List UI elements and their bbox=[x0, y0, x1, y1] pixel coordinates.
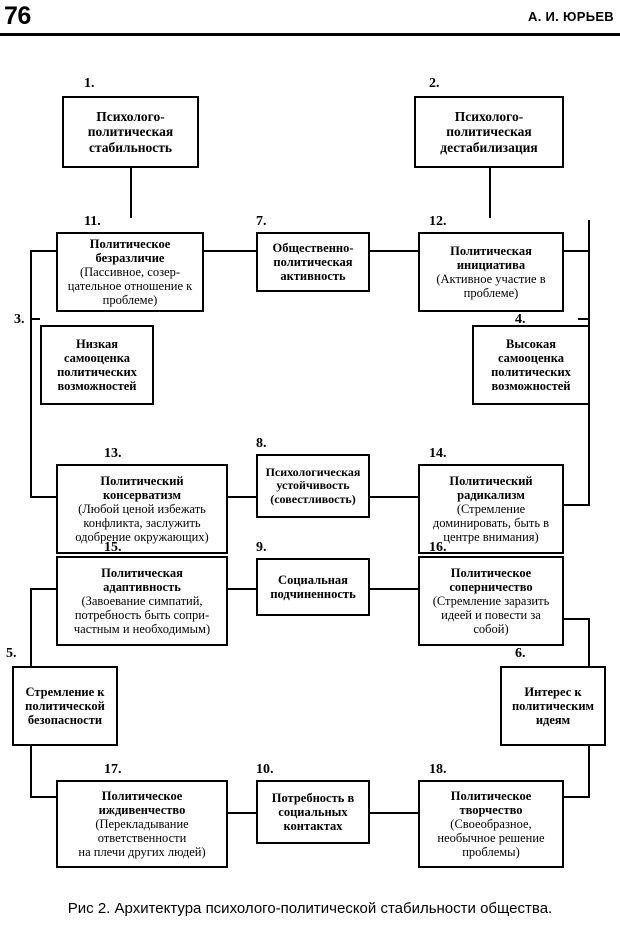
node-2-title: Психолого- политическая дестабилизация bbox=[440, 109, 538, 155]
connector-left-spine-lower bbox=[30, 588, 32, 676]
node-13-sub: (Любой ценой избежать конфликта, заслужи… bbox=[75, 501, 209, 545]
connector-into-3 bbox=[30, 318, 40, 320]
node-7-sociopolitical-activity[interactable]: Общественно- политическая активность bbox=[256, 232, 370, 292]
connector-12-right-stub bbox=[564, 250, 590, 252]
connector-10-to-18 bbox=[370, 812, 418, 814]
connector-15-left-stub bbox=[30, 588, 56, 590]
node-number-13: 13. bbox=[104, 446, 122, 461]
diagram-canvas: 1. Психолого- политическая стабильность … bbox=[0, 40, 620, 895]
node-8-psychological-stability[interactable]: Психологическая устойчивость (совестливо… bbox=[256, 454, 370, 518]
node-3-title: Низкая самооценка политических возможнос… bbox=[57, 336, 137, 394]
connector-15-to-9 bbox=[228, 588, 256, 590]
node-15-title: Политическая адаптивность bbox=[101, 565, 183, 594]
node-number-16: 16. bbox=[429, 540, 447, 555]
node-11-political-indifference[interactable]: Политическое безразличие (Пассивное, соз… bbox=[56, 232, 204, 312]
node-17-political-dependency[interactable]: Политическое иждивенчество (Перекладыван… bbox=[56, 780, 228, 868]
node-1-political-stability[interactable]: Психолого- политическая стабильность bbox=[62, 96, 199, 168]
node-14-title: Политический радикализм bbox=[449, 473, 533, 502]
node-9-title: Социальная подчиненность bbox=[270, 572, 356, 601]
node-11-title: Политическое безразличие bbox=[89, 236, 171, 265]
connector-left-spine-upper bbox=[30, 250, 32, 320]
connector-2-to-12 bbox=[489, 168, 491, 218]
node-15-political-adaptivity[interactable]: Политическая адаптивность (Завоевание си… bbox=[56, 556, 228, 646]
node-12-sub: (Активное участие в проблеме) bbox=[436, 272, 546, 301]
connector-3-down bbox=[30, 318, 32, 498]
node-number-6: 6. bbox=[515, 646, 526, 661]
node-17-title: Политическое иждивенчество bbox=[98, 788, 186, 817]
node-6-title: Интерес к политическим идеям bbox=[511, 684, 595, 728]
node-15-sub: (Завоевание симпатий, потребность быть с… bbox=[73, 593, 211, 637]
node-number-1: 1. bbox=[84, 76, 95, 91]
node-number-5: 5. bbox=[6, 646, 17, 661]
figure-caption: Рис 2. Архитектура психолого-политическо… bbox=[67, 900, 553, 917]
connector-into-13 bbox=[30, 496, 56, 498]
node-number-4: 4. bbox=[515, 312, 526, 327]
node-11-sub: (Пассивное, созер- цательное отношение к… bbox=[67, 264, 193, 308]
connector-9-to-16 bbox=[370, 588, 418, 590]
node-number-9: 9. bbox=[256, 540, 267, 555]
node-7-title: Общественно- политическая активность bbox=[272, 240, 354, 284]
node-18-sub: (Своеобразное, необычное решение проблем… bbox=[437, 816, 545, 860]
connector-13-to-8 bbox=[228, 496, 256, 498]
connector-8-to-14 bbox=[370, 496, 418, 498]
node-10-need-social-contacts[interactable]: Потребность в социальных контактах bbox=[256, 780, 370, 844]
node-13-political-conservatism[interactable]: Политический консерватизм (Любой ценой и… bbox=[56, 464, 228, 554]
connector-18-right-stub bbox=[564, 796, 590, 798]
node-number-10: 10. bbox=[256, 762, 274, 777]
page-number: 76 bbox=[4, 2, 31, 30]
connector-into-14 bbox=[564, 504, 590, 506]
node-2-political-destabilization[interactable]: Психолого- политическая дестабилизация bbox=[414, 96, 564, 168]
node-1-title: Психолого- политическая стабильность bbox=[87, 109, 174, 155]
connector-1-to-11 bbox=[130, 168, 132, 218]
connector-17-to-10 bbox=[228, 812, 256, 814]
connector-into-4 bbox=[578, 318, 590, 320]
node-16-political-rivalry[interactable]: Политическое соперничество (Стремление з… bbox=[418, 556, 564, 646]
connector-16-right-stub bbox=[564, 618, 590, 620]
connector-right-spine-lower bbox=[588, 618, 590, 676]
node-5-title: Стремление к политической безопасности bbox=[25, 684, 105, 728]
connector-5-to-17 bbox=[30, 746, 32, 798]
node-4-high-self-esteem[interactable]: Высокая самооценка политических возможно… bbox=[472, 325, 590, 405]
node-14-sub: (Стремление доминировать, быть в центре … bbox=[432, 501, 550, 545]
node-number-8: 8. bbox=[256, 436, 267, 451]
node-18-political-creativity[interactable]: Политическое творчество (Своеобразное, н… bbox=[418, 780, 564, 868]
node-number-2: 2. bbox=[429, 76, 440, 91]
connector-17-left-stub bbox=[30, 796, 56, 798]
connector-7-to-12 bbox=[370, 250, 418, 252]
node-10-title: Потребность в социальных контактах bbox=[271, 790, 355, 834]
connector-6-to-18 bbox=[588, 746, 590, 798]
node-12-political-initiative[interactable]: Политическая инициатива (Активное участи… bbox=[418, 232, 564, 312]
node-16-sub: (Стремление заразить идеей и повести за … bbox=[432, 593, 550, 637]
node-number-18: 18. bbox=[429, 762, 447, 777]
node-number-7: 7. bbox=[256, 214, 267, 229]
node-5-desire-political-security[interactable]: Стремление к политической безопасности bbox=[12, 666, 118, 746]
connector-11-left-stub bbox=[30, 250, 56, 252]
node-number-11: 11. bbox=[84, 214, 101, 229]
node-16-title: Политическое соперничество bbox=[449, 565, 533, 594]
node-8-title: Психологическая устойчивость (совестливо… bbox=[265, 464, 361, 506]
node-number-14: 14. bbox=[429, 446, 447, 461]
node-12-title: Политическая инициатива bbox=[450, 243, 532, 272]
node-9-social-subordination[interactable]: Социальная подчиненность bbox=[256, 558, 370, 616]
node-number-3: 3. bbox=[14, 312, 25, 327]
node-number-15: 15. bbox=[104, 540, 122, 555]
node-3-low-self-esteem[interactable]: Низкая самооценка политических возможнос… bbox=[40, 325, 154, 405]
node-13-title: Политический консерватизм bbox=[100, 473, 184, 502]
header-rule bbox=[0, 33, 620, 36]
page-header: 76 А. И. ЮРЬЕВ bbox=[0, 0, 620, 40]
header-author: А. И. ЮРЬЕВ bbox=[528, 9, 614, 24]
node-17-sub: (Перекладывание ответственности на плечи… bbox=[78, 816, 206, 860]
node-14-political-radicalism[interactable]: Политический радикализм (Стремление доми… bbox=[418, 464, 564, 554]
node-4-title: Высокая самооценка политических возможно… bbox=[491, 336, 571, 394]
node-number-17: 17. bbox=[104, 762, 122, 777]
node-number-12: 12. bbox=[429, 214, 447, 229]
node-6-interest-political-ideas[interactable]: Интерес к политическим идеям bbox=[500, 666, 606, 746]
connector-11-to-7 bbox=[204, 250, 256, 252]
node-18-title: Политическое творчество bbox=[450, 788, 532, 817]
